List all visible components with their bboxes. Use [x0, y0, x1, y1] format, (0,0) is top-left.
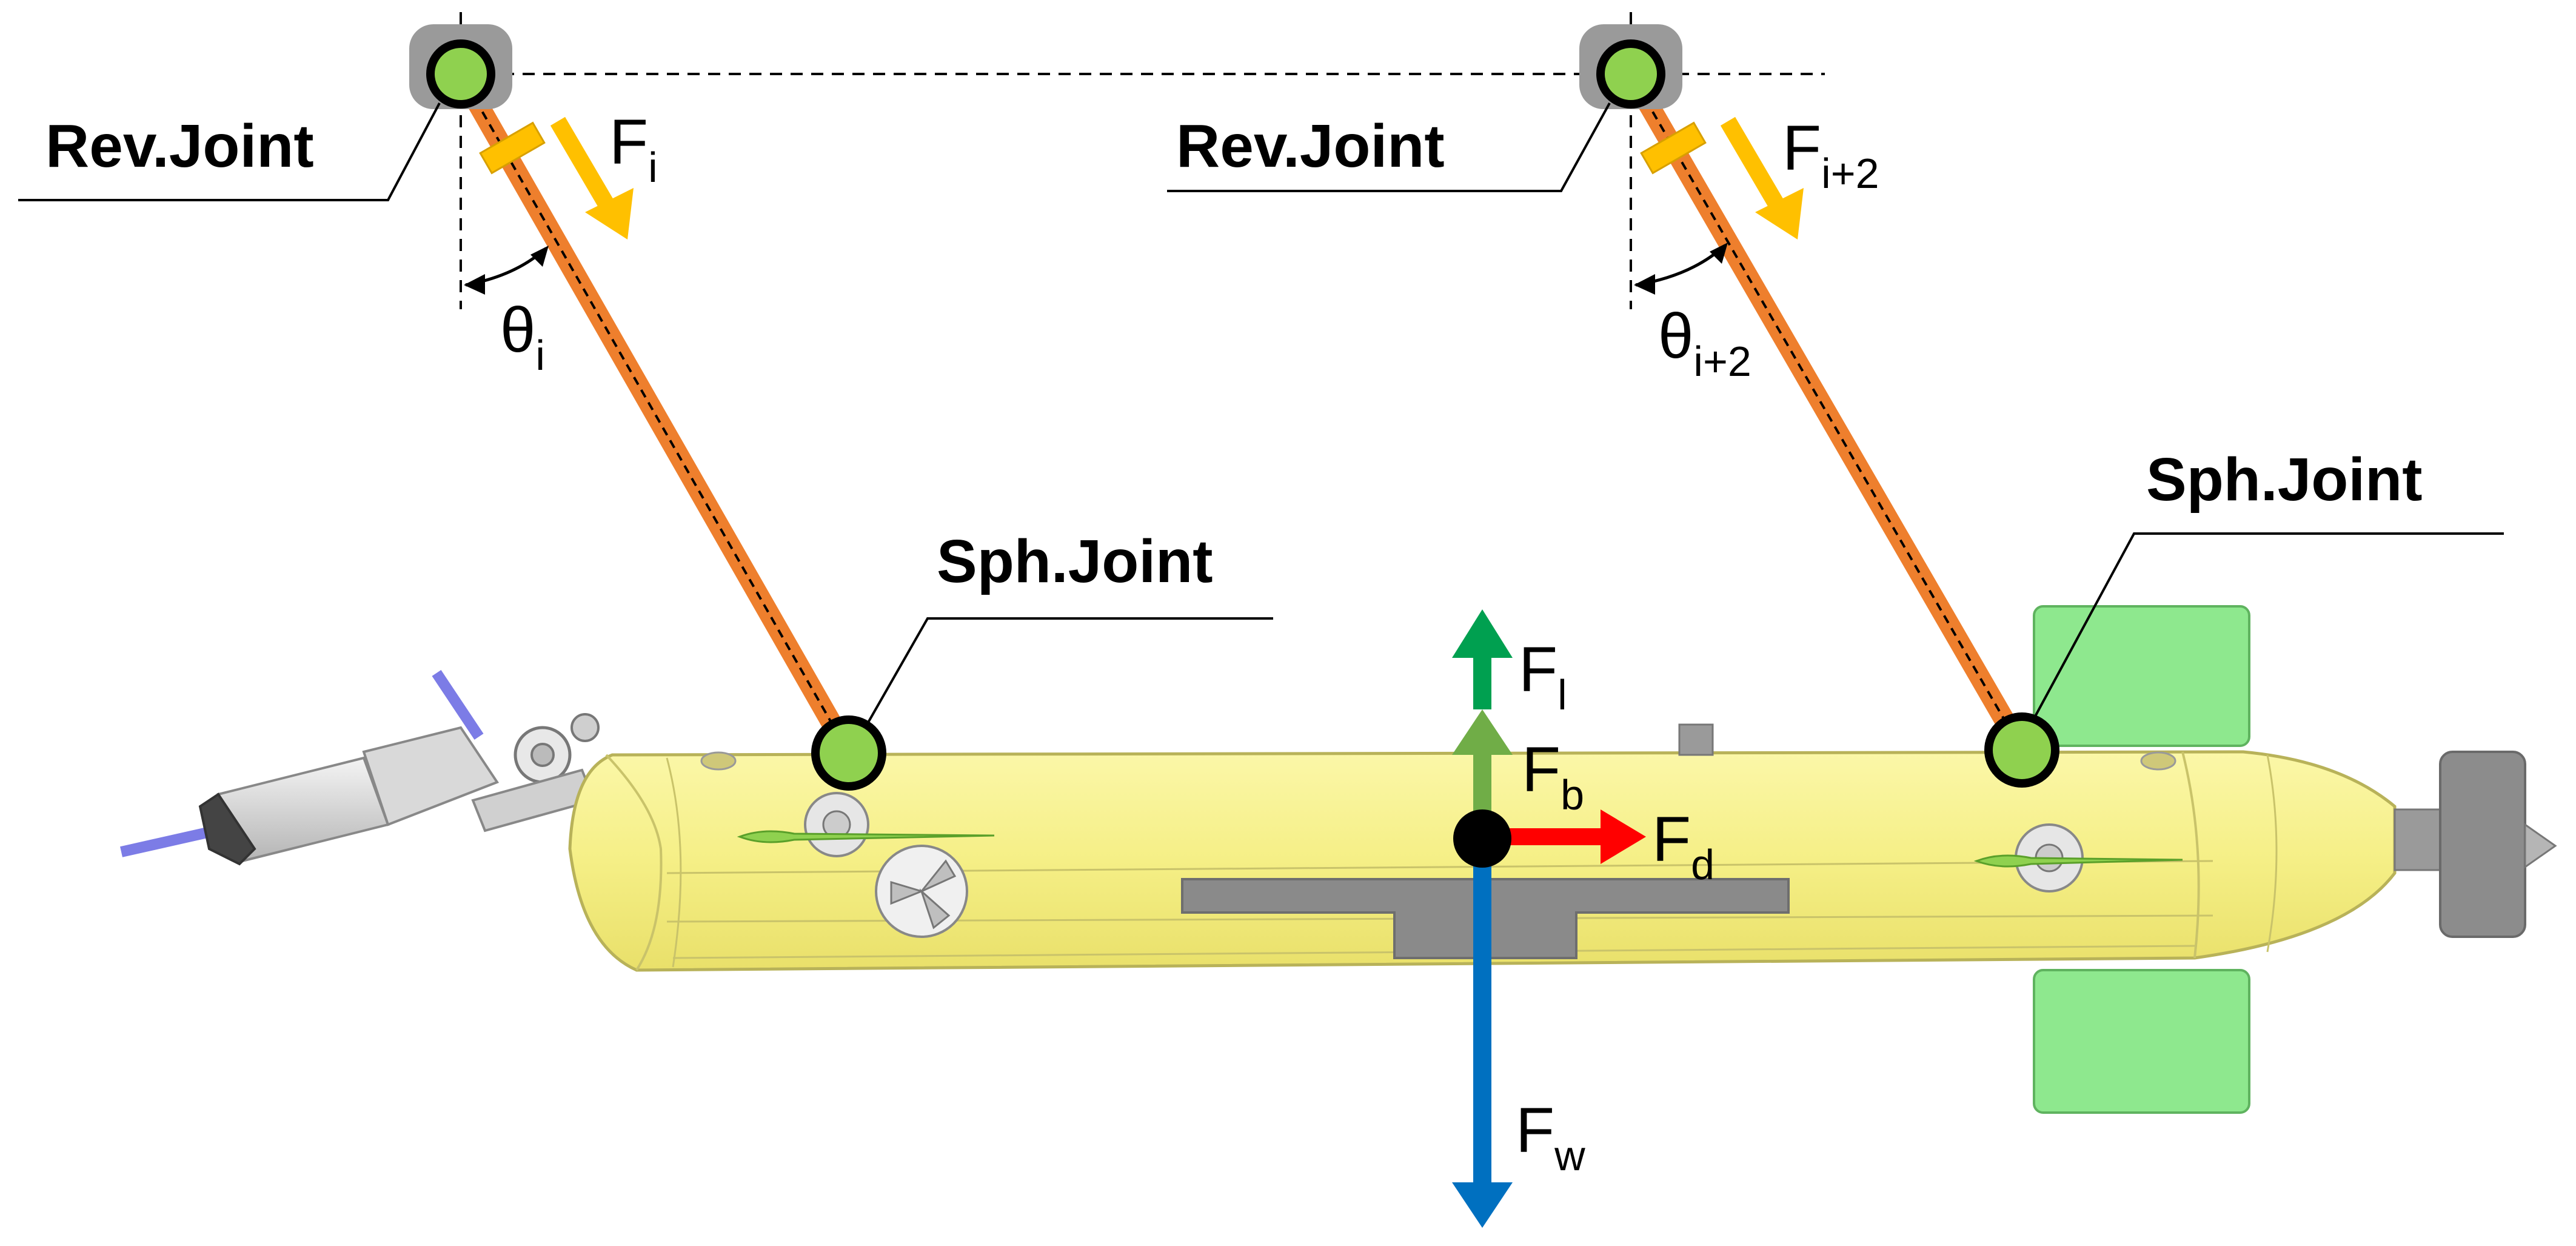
- center-of-gravity: [1453, 809, 1511, 868]
- thruster-left: [737, 792, 995, 938]
- cable-left: [452, 69, 858, 759]
- angle-arc-right: [1634, 243, 1728, 295]
- sph-joint-left: [811, 715, 886, 791]
- stern-propeller: [2394, 751, 2557, 938]
- angle-label-theta-i2: θi+2: [1658, 301, 1751, 385]
- tension-arrow-i: [550, 116, 634, 239]
- fin-top: [2033, 605, 2250, 747]
- leader-lines: [18, 102, 2504, 725]
- rev-joint-label-right: Rev.Joint: [1176, 112, 1445, 180]
- underwater-vehicle: [120, 605, 2557, 1114]
- force-label-fi2: Fi+2: [1782, 113, 1879, 197]
- mast: [1678, 723, 1714, 756]
- cable-right: [1622, 69, 2031, 755]
- angle-label-theta-i: θi: [500, 295, 545, 379]
- force-label-fw: Fw: [1516, 1095, 1585, 1179]
- rev-joint-label-left: Rev.Joint: [45, 112, 314, 180]
- sph-joint-right: [1984, 712, 2059, 788]
- thruster-right: [1973, 823, 2183, 893]
- rev-joint-right: [1579, 24, 1682, 109]
- force-label-fd: Fd: [1652, 804, 1715, 888]
- angle-arc-left: [464, 246, 549, 295]
- sph-joint-label-right: Sph.Joint: [2146, 446, 2423, 514]
- sph-joint-label-left: Sph.Joint: [937, 528, 1213, 595]
- tension-sensor-left: [479, 121, 546, 175]
- tension-sensor-right: [1640, 121, 1707, 175]
- manipulator-tool: [120, 670, 600, 866]
- tension-arrow-i2: [1720, 116, 1804, 239]
- force-label-fb: Fb: [1522, 734, 1584, 819]
- rev-joint-left: [409, 24, 512, 109]
- force-label-fl: Fl: [1519, 634, 1567, 718]
- force-arrows: [1452, 609, 1646, 1228]
- fin-bottom: [2033, 969, 2250, 1114]
- force-label-fi: Fi: [609, 107, 658, 191]
